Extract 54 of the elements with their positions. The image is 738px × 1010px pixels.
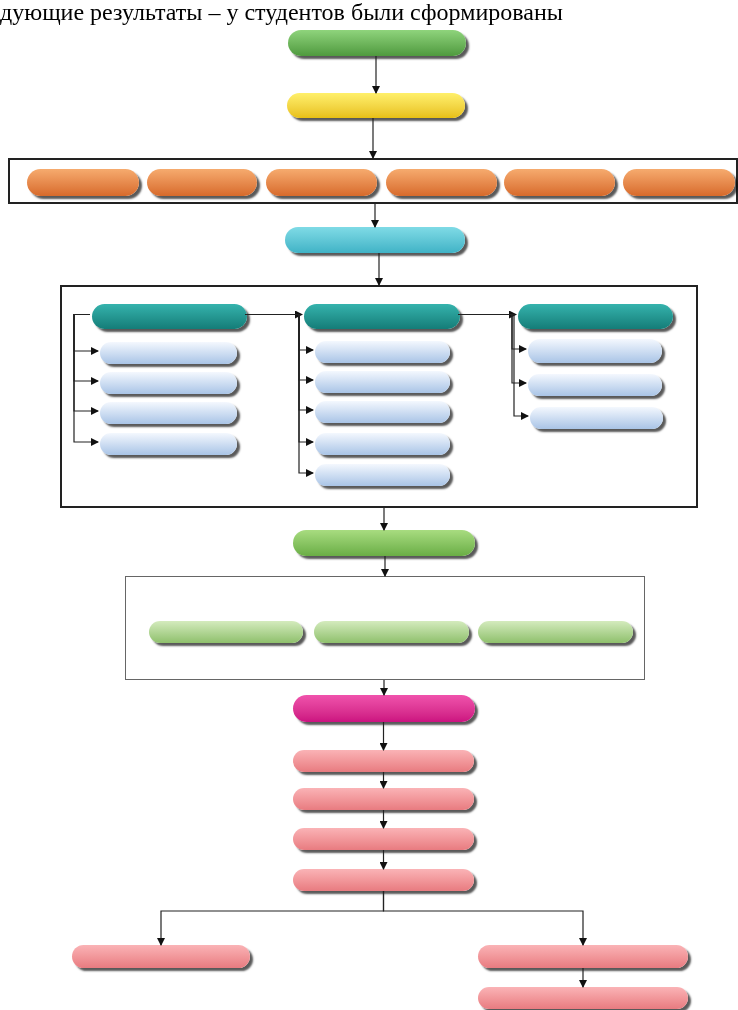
rounded-bar — [293, 695, 475, 722]
rounded-bar — [315, 371, 450, 393]
arrow — [379, 809, 388, 829]
rounded-bar — [72, 945, 250, 968]
arrow — [372, 55, 380, 94]
rounded-bar — [27, 169, 139, 196]
arrow — [380, 507, 388, 531]
rounded-bar — [100, 402, 237, 424]
rounded-bar — [530, 407, 663, 429]
rounded-bar — [285, 227, 465, 253]
text-line: дующие результаты – у студентов были сформированы — [0, 0, 563, 24]
rounded-bar — [100, 342, 237, 364]
frame-box — [8, 158, 738, 204]
rounded-bar — [100, 372, 237, 394]
rounded-bar — [518, 304, 673, 329]
rounded-bar — [149, 621, 303, 643]
rounded-bar — [504, 169, 615, 196]
rounded-bar — [386, 169, 497, 196]
rounded-bar — [100, 433, 237, 455]
arrow — [382, 890, 587, 946]
arrow — [379, 771, 388, 789]
rounded-bar — [293, 828, 474, 850]
rounded-bar — [315, 433, 450, 455]
rounded-bar — [147, 169, 257, 196]
arrow — [379, 849, 388, 870]
rounded-bar — [288, 30, 466, 56]
rounded-bar — [528, 374, 662, 396]
rounded-bar — [293, 750, 474, 772]
frame-box — [125, 576, 645, 680]
arrow — [579, 967, 587, 988]
rounded-bar — [293, 530, 475, 556]
rounded-bar — [293, 869, 474, 891]
rounded-bar — [478, 987, 688, 1009]
arrow — [369, 117, 377, 159]
rounded-bar — [315, 464, 450, 486]
rounded-bar — [287, 93, 465, 118]
arrow — [379, 721, 388, 751]
rounded-bar — [92, 304, 247, 329]
rounded-bar — [478, 621, 633, 643]
rounded-bar — [315, 341, 450, 363]
rounded-bar — [266, 169, 377, 196]
rounded-bar — [304, 304, 460, 329]
rounded-bar — [293, 788, 474, 810]
rounded-bar — [528, 339, 662, 363]
arrow — [380, 679, 388, 696]
arrow — [381, 555, 389, 577]
frame-box — [60, 285, 698, 508]
rounded-bar — [315, 401, 450, 423]
arrow — [73, 313, 99, 446]
rounded-bar — [478, 945, 688, 968]
arrow — [375, 252, 383, 286]
arrow — [371, 203, 379, 228]
rounded-bar — [314, 621, 469, 643]
rounded-bar — [623, 169, 735, 196]
